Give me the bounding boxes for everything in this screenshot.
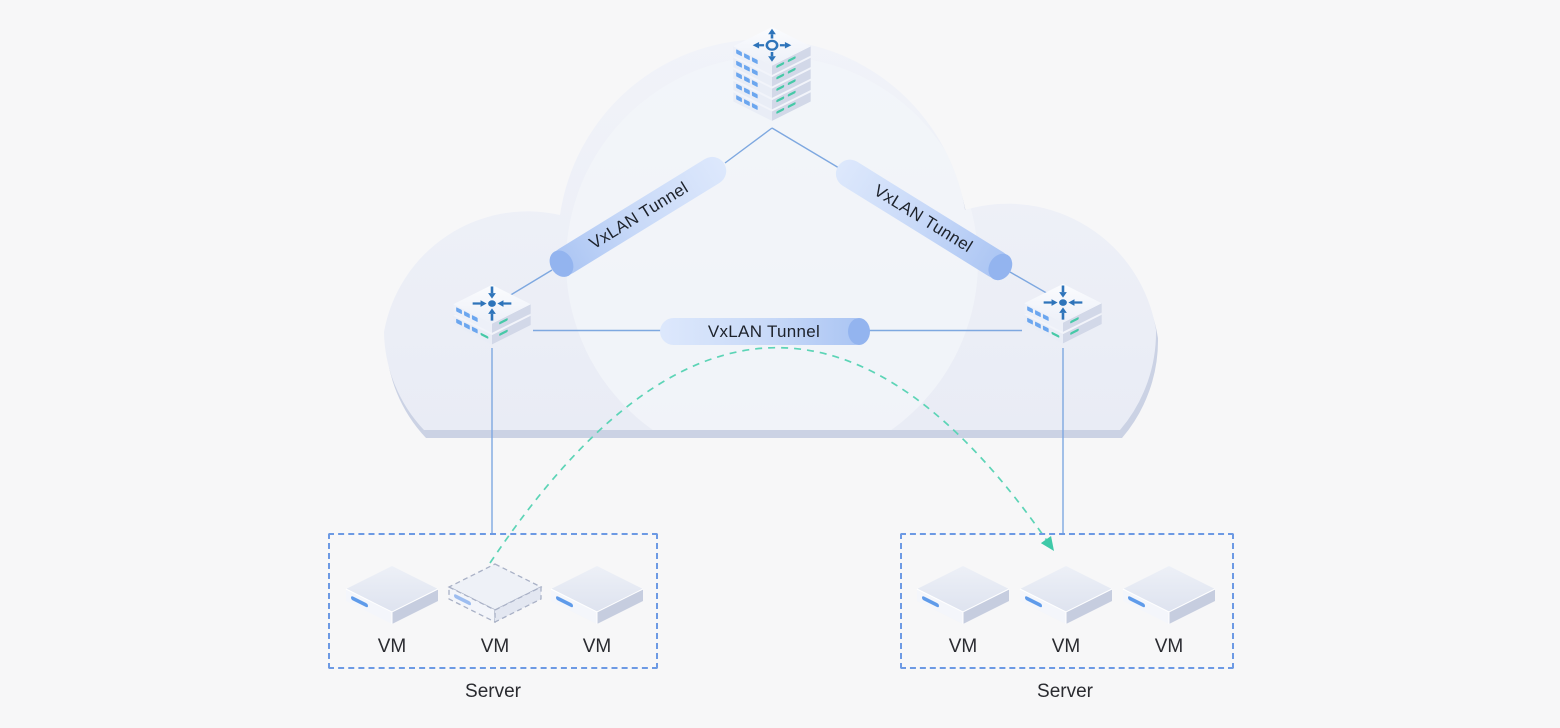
vm-node-ghost: [448, 563, 542, 623]
tunnel-endcap: [848, 318, 870, 345]
vm-label: VM: [480, 636, 510, 657]
vxlan-tunnel-leaf-leaf: VxLAN Tunnel: [660, 318, 870, 345]
leaf-switch-left: [452, 283, 532, 346]
server-group-left: [328, 533, 658, 669]
vm-node: [916, 565, 1010, 625]
vm-label: VM: [582, 636, 612, 657]
vm-label: VM: [377, 636, 407, 657]
link-right-tunnel-to-leaf: [1009, 271, 1051, 296]
tunnel-label: VxLAN Tunnel: [707, 321, 821, 341]
vm-label: VM: [948, 636, 978, 657]
vm-migration-arc: [489, 346, 1053, 564]
migration-arrowhead-icon: [1040, 535, 1054, 551]
leaf-switch-right: [1023, 282, 1103, 345]
link-left-tunnel-to-leaf: [508, 269, 553, 297]
vm-node: [550, 565, 644, 625]
server-group-right: [900, 533, 1234, 669]
vm-label: VM: [1051, 636, 1081, 657]
vm-label: VM: [1154, 636, 1184, 657]
vm-node: [1122, 565, 1216, 625]
router-cross-arrows-icon: [732, 25, 812, 123]
vm-node: [1019, 565, 1113, 625]
link-spine-to-left-tunnel: [724, 127, 773, 164]
switch-converge-arrows-icon: [452, 283, 532, 346]
server-label: Server: [1037, 681, 1093, 702]
spine-switch-stack: [732, 25, 812, 123]
switch-converge-arrows-icon: [1023, 282, 1103, 345]
cloud-highlight: [566, 56, 978, 430]
vm-node: [345, 565, 439, 625]
server-label: Server: [465, 681, 521, 702]
link-spine-to-right-tunnel: [771, 127, 840, 169]
